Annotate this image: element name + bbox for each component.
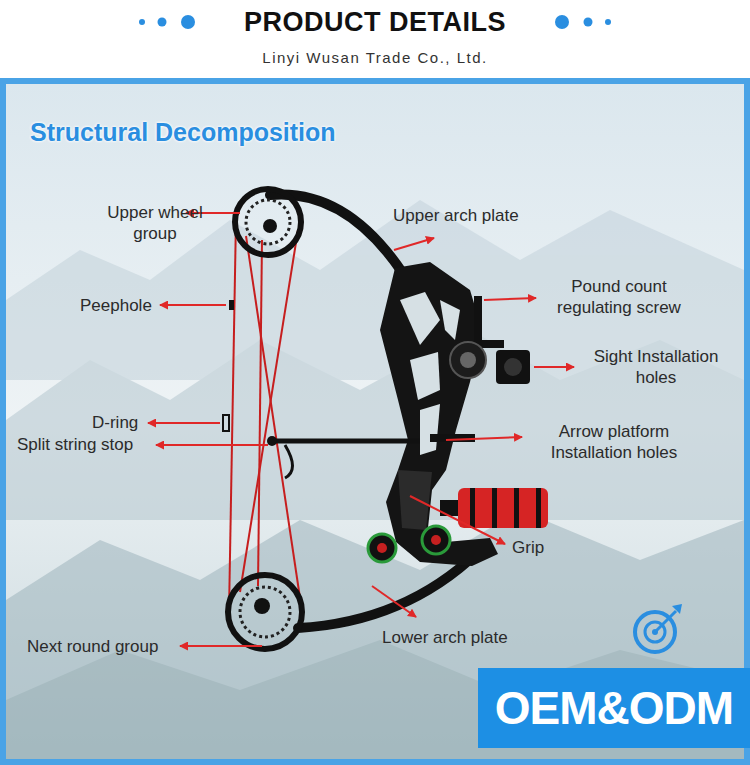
compound-bow [223,189,548,649]
leader-lines [148,213,574,646]
part-label: Peephole [80,295,152,316]
part-label: Pound count regulating screw [540,276,698,318]
part-label: Upper arch plate [393,205,519,226]
panel-ground [6,84,744,759]
part-label: Arrow platform Installation holes [527,421,701,463]
banner-box: OEM&ODM [478,668,750,748]
panel-frame [0,78,750,765]
part-label: Split string stop [17,434,133,455]
part-label: D-ring [92,412,138,433]
part-label: Sight Installation holes [578,346,734,388]
target-icon [635,604,682,652]
page-title: PRODUCT DETAILS [0,7,750,38]
part-label: Next round group [27,636,158,657]
part-label: Grip [512,537,544,558]
banner-text: OEM&ODM [495,681,733,735]
section-heading: Structural Decomposition [30,117,336,147]
company-name: Linyi Wusan Trade Co., Ltd. [175,47,575,68]
part-label: Lower arch plate [382,627,508,648]
part-label: Upper wheel group [95,202,215,244]
